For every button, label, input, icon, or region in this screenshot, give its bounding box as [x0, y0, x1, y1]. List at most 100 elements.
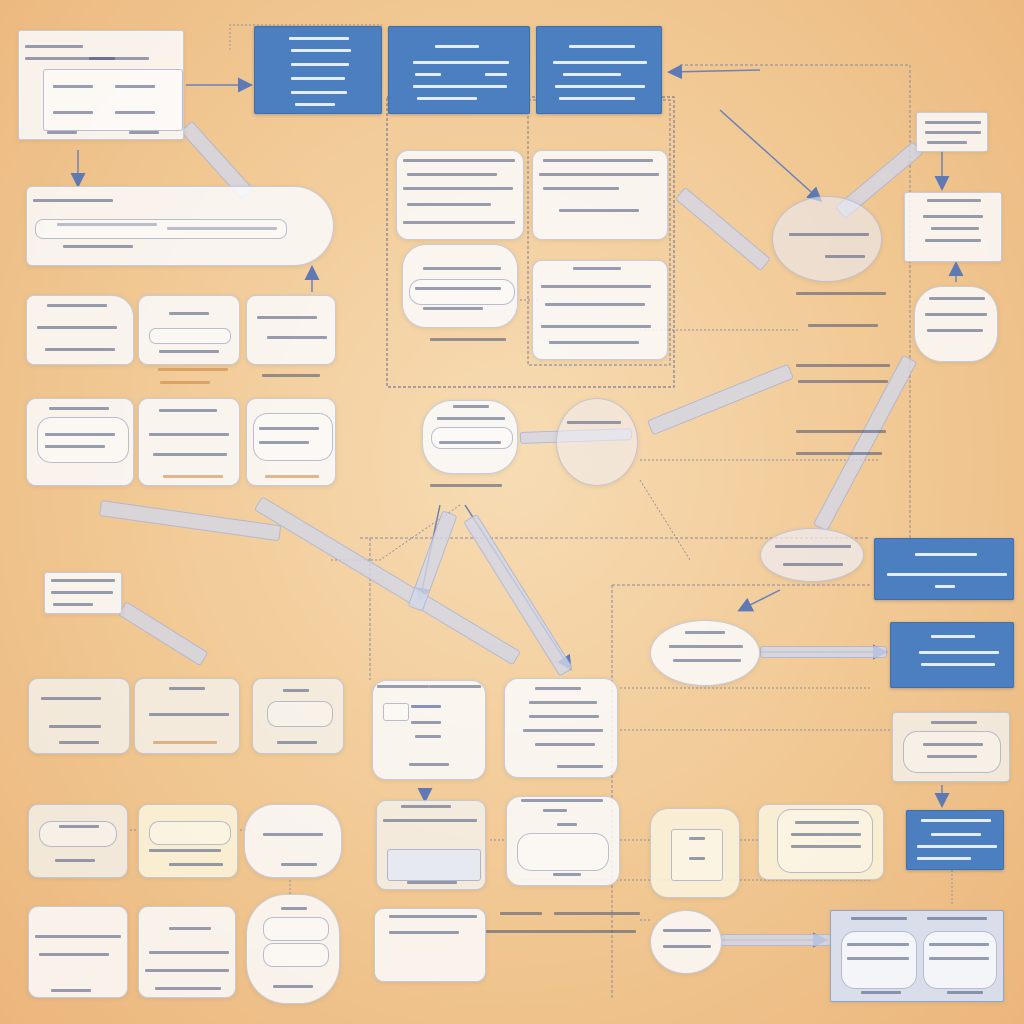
process-node[interactable]: [26, 295, 134, 365]
text-line-placeholder: [915, 553, 977, 556]
process-node[interactable]: [244, 804, 342, 878]
text-placeholder: [891, 623, 1013, 687]
process-node[interactable]: [28, 906, 128, 998]
text-placeholder: [247, 895, 339, 1003]
text-line-placeholder: [291, 77, 345, 80]
process-node[interactable]: [396, 150, 524, 240]
text-line-placeholder: [925, 131, 981, 134]
output-block[interactable]: [890, 622, 1014, 688]
central-process-node[interactable]: [422, 400, 518, 474]
text-line-placeholder: [923, 743, 983, 746]
top-left-table-node[interactable]: [18, 30, 184, 140]
decision-node[interactable]: [650, 620, 760, 686]
text-line-placeholder: [559, 209, 639, 212]
final-summary-panel[interactable]: [830, 910, 1004, 1002]
process-node[interactable]: [252, 678, 344, 754]
inner-frame: [149, 328, 231, 344]
text-line-placeholder: [51, 579, 115, 582]
process-node-wide[interactable]: [26, 186, 334, 266]
storage-node[interactable]: [758, 804, 884, 880]
text-line-placeholder: [167, 227, 277, 230]
process-node[interactable]: [914, 286, 998, 362]
text-line-placeholder: [689, 837, 705, 840]
text-line-placeholder: [45, 433, 115, 436]
text-line-placeholder: [847, 957, 909, 960]
text-line-placeholder: [539, 173, 659, 176]
process-node[interactable]: [904, 192, 1002, 262]
text-line-placeholder: [685, 631, 725, 634]
text-placeholder: [29, 679, 129, 753]
text-line-placeholder: [567, 421, 621, 424]
text-line-placeholder: [415, 287, 501, 290]
text-line-placeholder: [796, 430, 886, 433]
decision-node[interactable]: [772, 196, 882, 282]
text-placeholder: [245, 805, 341, 877]
text-line-placeholder: [407, 203, 491, 206]
process-node[interactable]: [504, 678, 618, 778]
text-line-placeholder: [281, 863, 317, 866]
text-line-placeholder: [155, 987, 221, 990]
text-line-placeholder: [283, 689, 309, 692]
process-node[interactable]: [134, 678, 240, 754]
text-line-placeholder: [389, 915, 477, 918]
process-node[interactable]: [532, 260, 668, 360]
process-node[interactable]: [372, 680, 486, 780]
text-line-placeholder: [563, 73, 621, 76]
text-line-placeholder: [403, 221, 515, 224]
process-node[interactable]: [138, 398, 240, 486]
process-node[interactable]: [506, 796, 620, 886]
process-node[interactable]: [138, 804, 238, 878]
header-block[interactable]: [388, 26, 530, 114]
output-block[interactable]: [906, 810, 1004, 870]
text-line-placeholder: [159, 409, 217, 412]
process-node[interactable]: [28, 804, 128, 878]
text-line-placeholder: [543, 187, 619, 190]
text-line-placeholder: [273, 985, 313, 988]
decision-node[interactable]: [556, 398, 638, 486]
text-line-placeholder: [439, 441, 501, 444]
text-line-placeholder: [409, 763, 449, 766]
inner-frame: [35, 219, 287, 239]
process-node[interactable]: [26, 398, 134, 486]
process-node[interactable]: [376, 800, 486, 890]
header-block[interactable]: [536, 26, 662, 114]
output-block[interactable]: [874, 538, 1014, 600]
process-node[interactable]: [246, 894, 340, 1004]
process-node[interactable]: [374, 908, 486, 982]
process-node[interactable]: [402, 244, 518, 328]
process-node[interactable]: [532, 150, 668, 240]
connector-line: [639, 479, 691, 561]
storage-node[interactable]: [650, 808, 740, 898]
header-block[interactable]: [254, 26, 382, 114]
process-node[interactable]: [246, 295, 336, 365]
text-line-placeholder: [796, 364, 890, 367]
note-node[interactable]: [916, 112, 988, 152]
text-line-placeholder: [921, 663, 995, 666]
text-line-placeholder: [663, 929, 711, 932]
text-line-placeholder: [413, 61, 509, 64]
text-line-placeholder: [543, 159, 653, 162]
text-line-placeholder: [403, 159, 515, 162]
note-node[interactable]: [44, 572, 122, 614]
text-line-placeholder: [149, 713, 229, 716]
connector-ribbon: [760, 646, 887, 658]
text-line-placeholder: [153, 741, 217, 744]
text-placeholder: [773, 197, 881, 281]
text-line-placeholder: [541, 325, 651, 328]
inner-frame: [777, 809, 873, 873]
process-node[interactable]: [28, 678, 130, 754]
connector-arrow: [737, 589, 781, 612]
text-placeholder: [507, 797, 619, 885]
process-node[interactable]: [138, 295, 240, 365]
connector-line: [330, 504, 461, 561]
text-line-placeholder: [887, 573, 1007, 576]
text-line-placeholder: [169, 927, 211, 930]
text-placeholder: [27, 187, 333, 265]
process-node[interactable]: [892, 712, 1010, 782]
process-node[interactable]: [246, 398, 336, 486]
process-node[interactable]: [138, 906, 236, 998]
decision-node[interactable]: [650, 910, 722, 974]
text-placeholder: [875, 539, 1013, 599]
inner-frame: [431, 427, 513, 449]
decision-node[interactable]: [760, 528, 864, 582]
